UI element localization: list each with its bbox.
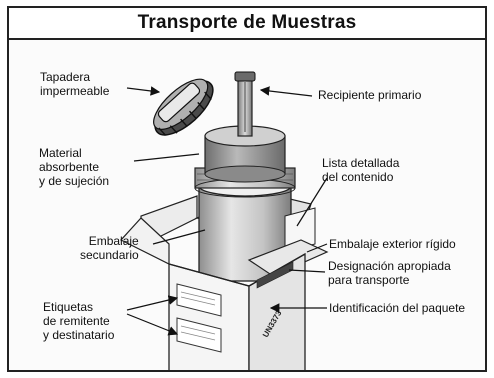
label-absorbent-line-1: Material bbox=[39, 146, 82, 160]
label-designation-line-1: Designación apropiada bbox=[328, 259, 451, 273]
label-address-line-2: de remitente bbox=[43, 314, 110, 328]
label-designation: Designación apropiada para transporte bbox=[328, 259, 451, 287]
label-designation-line-2: para transporte bbox=[328, 273, 410, 287]
lid-shape bbox=[153, 78, 214, 136]
title-bar: Transporte de Muestras bbox=[9, 8, 485, 40]
address-arrow-2 bbox=[126, 313, 179, 336]
label-primary: Recipiente primario bbox=[318, 88, 421, 102]
label-secondary: Embalaje secundario bbox=[80, 234, 139, 262]
label-outer-line-1: Embalaje exterior rígido bbox=[329, 237, 456, 251]
label-package-id: Identificación del paquete bbox=[329, 301, 465, 315]
diagram-title: Transporte de Muestras bbox=[137, 12, 357, 33]
box-front-flap-right bbox=[247, 239, 329, 277]
diagram-frame: Transporte de Muestras bbox=[7, 6, 487, 372]
outer-leader bbox=[306, 243, 328, 253]
label-address-line-3: y destinatario bbox=[43, 328, 115, 342]
label-secondary-line-1: Embalaje bbox=[88, 234, 139, 248]
label-absorbent-line-2: absorbente bbox=[39, 160, 100, 174]
box-front-flap-left bbox=[120, 217, 170, 265]
absorbent-leader bbox=[133, 153, 200, 162]
list-leader bbox=[296, 177, 328, 227]
secondary-leader bbox=[152, 229, 206, 245]
address-arrow-1 bbox=[126, 295, 179, 311]
contents-list bbox=[284, 207, 316, 253]
label-address-line-1: Etiquetas bbox=[43, 300, 94, 314]
label-secondary-line-2: secundario bbox=[80, 248, 139, 262]
label-lid-line-1: Tapadera bbox=[40, 70, 91, 84]
label-package-id-line-1: Identificación del paquete bbox=[329, 301, 466, 315]
label-list-line-1: Lista detallada bbox=[322, 156, 400, 170]
address-label-2 bbox=[176, 317, 222, 353]
label-absorbent-line-3: y de sujeción bbox=[39, 174, 110, 188]
packaging-illustration: UN3373 bbox=[120, 71, 329, 370]
label-absorbent: Material absorbente y de sujeción bbox=[39, 146, 109, 188]
label-list-line-2: del contenido bbox=[322, 170, 394, 184]
label-lid-line-2: impermeable bbox=[40, 84, 110, 98]
label-primary-line-1: Recipiente primario bbox=[318, 88, 422, 102]
label-lid: Tapadera impermeable bbox=[40, 70, 109, 98]
lid-arrow bbox=[126, 86, 161, 96]
designation-leader bbox=[288, 269, 326, 273]
label-list: Lista detallada del contenido bbox=[322, 156, 399, 184]
primary-arrow bbox=[259, 86, 313, 97]
label-outer: Embalaje exterior rígido bbox=[329, 237, 456, 251]
label-address: Etiquetas de remitente y destinatario bbox=[43, 300, 114, 342]
